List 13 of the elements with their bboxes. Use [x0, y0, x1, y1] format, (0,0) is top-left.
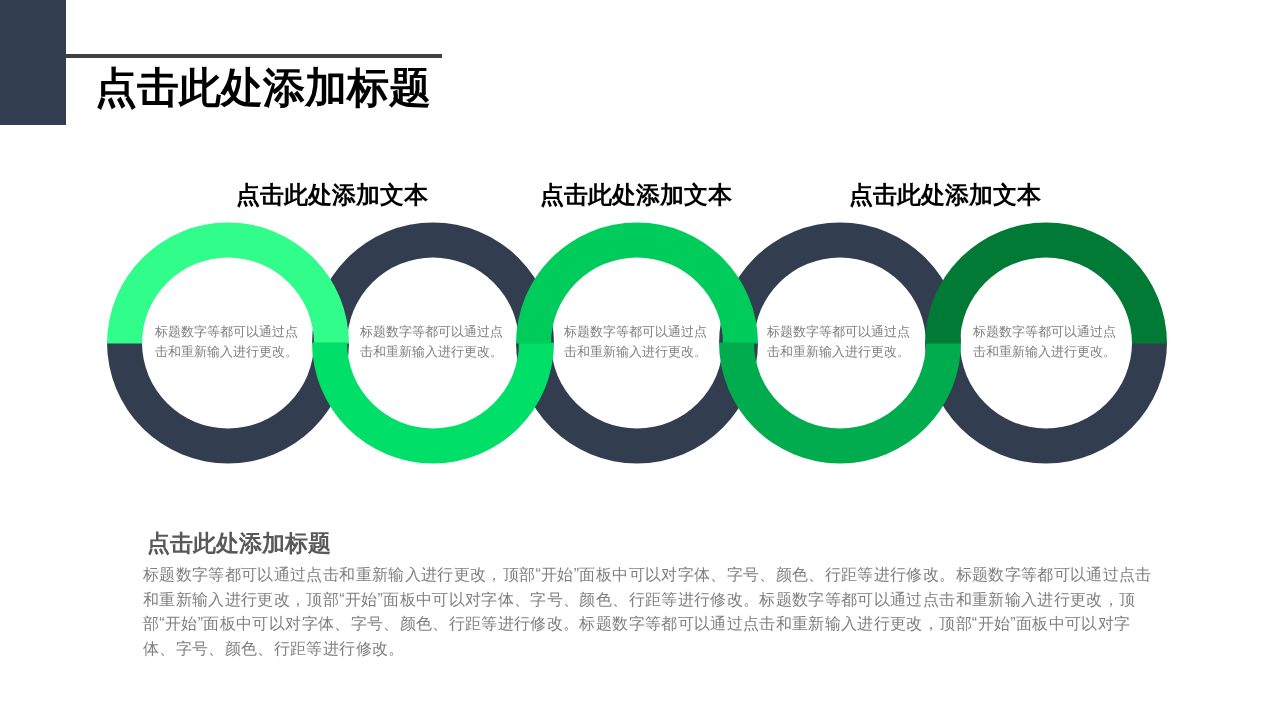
heading: 点击此处添加文本: [540, 181, 732, 209]
paragraph: 标题数字等都可以通过点击和重新输入进行更改，顶部“开始”面板中可以对字体、字号、颜色、行距等进行修改。标题数字等都可以通过点击和重新输入进行更改，顶部“开始”面板中可以对字体、字号、颜色、行距等进行修改。标题数字等都可以通过点击和重新输入进行更改，顶部“开始”面板中可以对字体、字号、颜色、行距等进行修改。标题数字等都可以通过点击和重新输入进行更改，顶部“开始”面板中可以对字体、字号、颜色、行距等进行修改。: [143, 565, 1153, 660]
title-banner: 点击此处添加标题: [0, 0, 442, 125]
subheading: 点击此处添加标题: [147, 529, 331, 557]
heading: 点击此处添加文本: [236, 181, 428, 209]
ring-text: 标题数字等都可以通过点击和重新输入进行更改。: [155, 323, 299, 361]
ring: [107, 222, 349, 464]
ring: [925, 222, 1167, 464]
ring-text: 标题数字等都可以通过点击和重新输入进行更改。: [360, 323, 504, 361]
heading: 点击此处添加文本: [849, 181, 1041, 209]
ring-text: 标题数字等都可以通过点击和重新输入进行更改。: [564, 323, 708, 361]
ring-text: 标题数字等都可以通过点击和重新输入进行更改。: [767, 323, 911, 361]
ring-text: 标题数字等都可以通过点击和重新输入进行更改。: [973, 323, 1117, 361]
